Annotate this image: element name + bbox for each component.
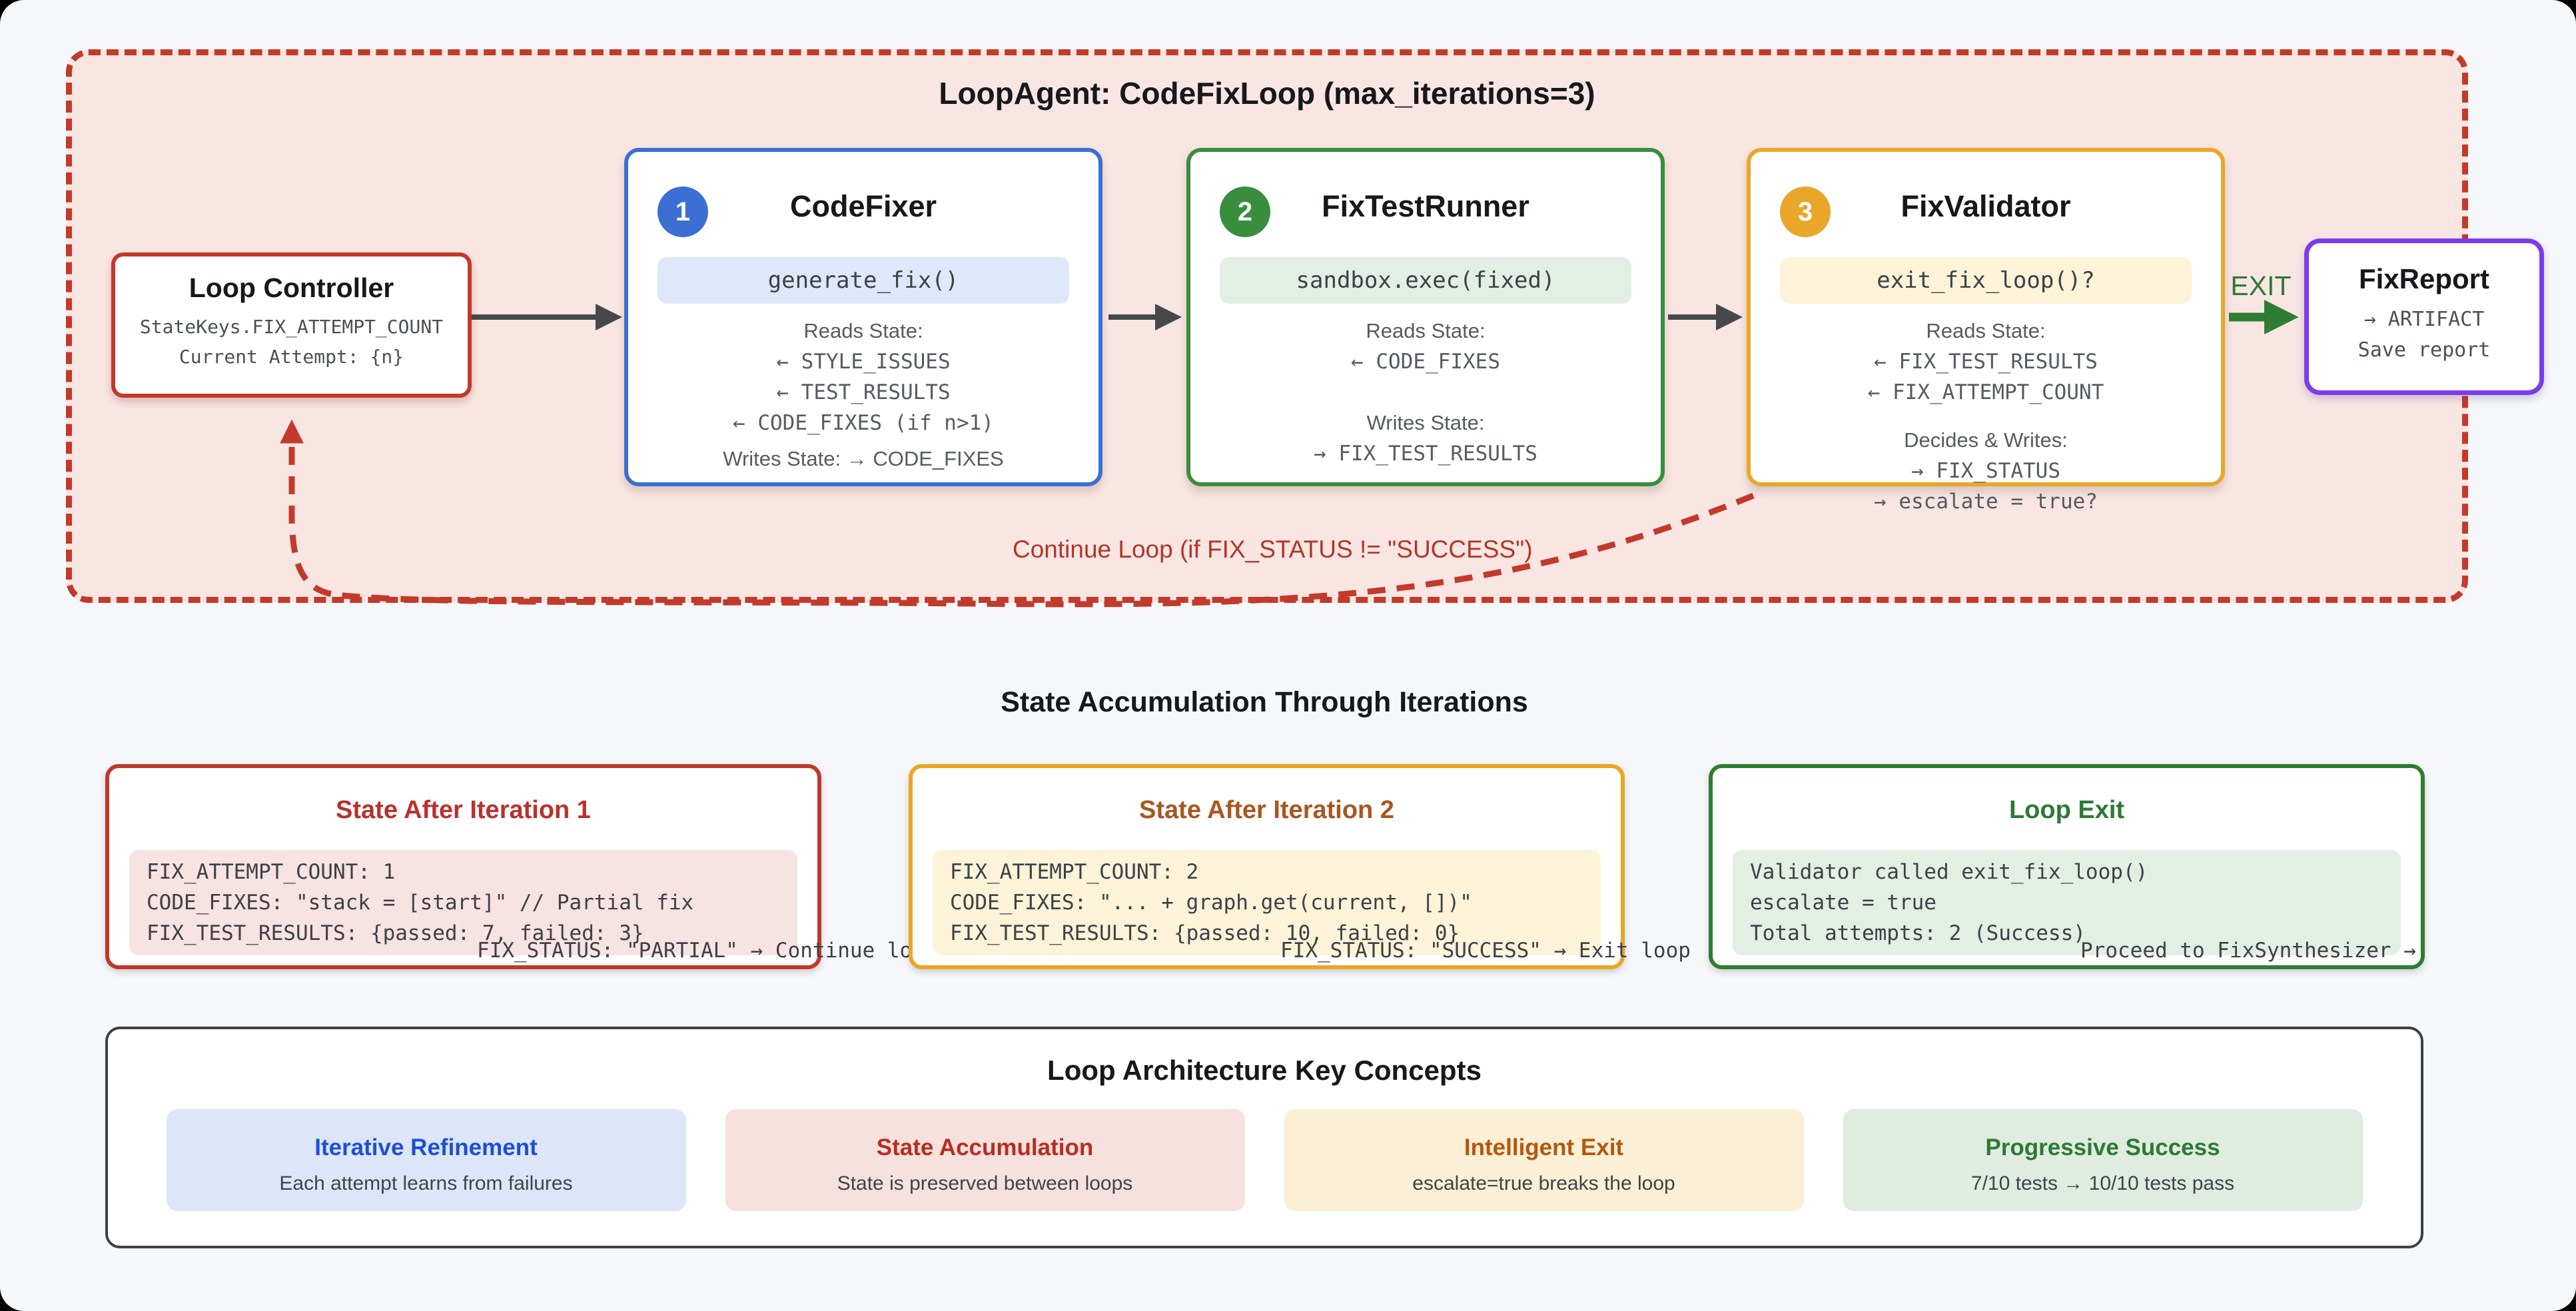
codefixer-read-item: ← TEST_RESULTS [776,380,951,404]
fixtestrunner-reads-label: Reads State: [1366,319,1486,342]
fixvalidator-function-pill: exit_fix_loop()? [1780,257,2192,304]
codefixer-function-pill: generate_fix() [657,257,1069,304]
concept-card-title: Progressive Success [1985,1134,2220,1160]
fixtestrunner-function-pill: sandbox.exec(fixed) [1220,257,1631,304]
loop-exit-title: Loop Exit [2008,796,2125,824]
code-line: FIX_ATTEMPT_COUNT: 1 [147,860,396,884]
fixvalidator-reads-label: Reads State: [1926,319,2046,342]
concept-card-state-accumulation: State Accumulation State is preserved be… [725,1109,1245,1211]
concept-card-desc: State is preserved between loops [837,1172,1133,1194]
fixreport-box: FixReport → ARTIFACT Save report [2304,238,2544,395]
code-line: Total attempts: 2 (Success) [1750,921,2086,945]
code-line: Validator called exit_fix_loop() [1750,860,2148,884]
loop-controller-lines: StateKeys.FIX_ATTEMPT_COUNT Current Atte… [115,312,468,372]
concept-card-title: Iterative Refinement [314,1134,538,1160]
state-section-heading: State Accumulation Through Iterations [1001,686,1528,718]
controller-current-attempt: Current Attempt: {n} [179,346,404,368]
fixvalidator-write-item: → FIX_STATUS [1911,459,2060,483]
codefixer-writes-line: Writes State: → CODE_FIXES [723,447,1004,470]
key-concepts-panel: Loop Architecture Key Concepts Iterative… [105,1027,2423,1248]
state-iteration-2-title: State After Iteration 2 [1139,796,1394,824]
controller-state-key: StateKeys.FIX_ATTEMPT_COUNT [139,316,444,338]
loop-exit-code: Validator called exit_fix_loop() escalat… [1733,850,2401,955]
fixvalidator-read-item: ← FIX_TEST_RESULTS [1874,350,2098,374]
code-line: CODE_FIXES: "stack = [start]" // Partial… [147,891,694,915]
key-concepts-cards: Iterative Refinement Each attempt learns… [108,1109,2421,1211]
fixtestrunner-write-item: → FIX_TEST_RESULTS [1314,442,1537,466]
codefixer-reads-label: Reads State: [803,319,923,342]
loop-controller-box: Loop Controller StateKeys.FIX_ATTEMPT_CO… [111,252,472,398]
concept-card-intelligent-exit: Intelligent Exit escalate=true breaks th… [1284,1109,1804,1211]
state-iteration-1-title: State After Iteration 1 [336,796,591,824]
code-line: escalate = true [1750,891,1936,915]
state-iteration-2-status-line: FIX_STATUS: "SUCCESS" → Exit loop [1280,939,1691,963]
code-line: CODE_FIXES: "... + graph.get(current, []… [950,891,1472,915]
fixvalidator-box: 3 FixValidator exit_fix_loop()? Reads St… [1747,148,2225,514]
fixreport-title: FixReport [2358,263,2489,294]
exit-label: EXIT [2230,270,2292,301]
concept-card-desc: 7/10 tests → 10/10 tests pass [1970,1172,2235,1194]
state-iteration-2-box: State After Iteration 2 FIX_ATTEMPT_COUN… [909,764,1691,969]
step-2-badge: 2 [1220,187,1270,237]
concept-card-progressive-success: Progressive Success 7/10 tests → 10/10 t… [1843,1109,2363,1211]
fixvalidator-writes-label: Decides & Writes: [1904,428,2068,452]
fixvalidator-read-item: ← FIX_ATTEMPT_COUNT [1867,380,2104,404]
fixvalidator-state-lines: Reads State: ← FIX_TEST_RESULTS ← FIX_AT… [1751,316,2221,517]
state-iteration-1-code: FIX_ATTEMPT_COUNT: 1 CODE_FIXES: "stack … [129,850,797,955]
state-iteration-1-box: State After Iteration 1 FIX_ATTEMPT_COUN… [105,764,937,969]
concept-card-title: Intelligent Exit [1464,1134,1624,1160]
step-1-badge: 1 [657,187,708,237]
spacer [628,438,1098,444]
fixvalidator-escalate-item: → escalate = true? [1874,490,2098,514]
code-line: FIX_TEST_RESULTS: {passed: 7, failed: 3} [147,921,644,945]
step-3-badge: 3 [1780,187,1831,237]
codefixer-state-lines: Reads State: ← STYLE_ISSUES ← TEST_RESUL… [628,316,1098,474]
code-line: FIX_ATTEMPT_COUNT: 2 [950,860,1199,884]
state-iteration-2-code: FIX_ATTEMPT_COUNT: 2 CODE_FIXES: "... + … [933,850,1601,955]
code-line: FIX_TEST_RESULTS: {passed: 10, failed: 0… [950,921,1460,945]
fixtestrunner-title: FixTestRunner [1322,189,1529,223]
codefixer-read-item: ← CODE_FIXES (if n>1) [733,411,994,435]
key-concepts-heading: Loop Architecture Key Concepts [1047,1055,1482,1086]
concept-card-iterative-refinement: Iterative Refinement Each attempt learns… [166,1109,686,1211]
fixvalidator-title: FixValidator [1901,189,2071,223]
codefixer-title: CodeFixer [789,189,937,223]
fixreport-lines: → ARTIFACT Save report [2309,304,2539,366]
concept-card-desc: escalate=true breaks the loop [1412,1172,1675,1194]
concept-card-desc: Each attempt learns from failures [279,1172,573,1194]
spacer [1190,377,1661,408]
concept-card-title: State Accumulation [876,1134,1094,1160]
fixtestrunner-box: 2 FixTestRunner sandbox.exec(fixed) Read… [1186,148,1665,486]
codefixer-box: 1 CodeFixer generate_fix() Reads State: … [624,148,1102,486]
state-iteration-1-status-line: FIX_STATUS: "PARTIAL" → Continue loop [477,939,937,963]
loop-controller-title: Loop Controller [189,272,394,303]
fixtestrunner-state-lines: Reads State: ← CODE_FIXES Writes State: … [1190,316,1661,469]
loop-exit-proceed-line: Proceed to FixSynthesizer → [2080,939,2416,963]
fixreport-save-line: Save report [2358,338,2491,362]
fixtestrunner-writes-label: Writes State: [1366,411,1485,434]
fixreport-artifact-line: → ARTIFACT [2363,308,2485,331]
fixtestrunner-read-item: ← CODE_FIXES [1351,350,1500,374]
loop-exit-box: Loop Exit Validator called exit_fix_loop… [1709,764,2425,969]
codefixer-read-item: ← STYLE_ISSUES [776,350,951,374]
spacer [1751,408,2221,425]
continue-loop-label: Continue Loop (if FIX_STATUS != "SUCCESS… [1013,536,1533,563]
loop-agent-title: LoopAgent: CodeFixLoop (max_iterations=3… [939,76,1595,111]
